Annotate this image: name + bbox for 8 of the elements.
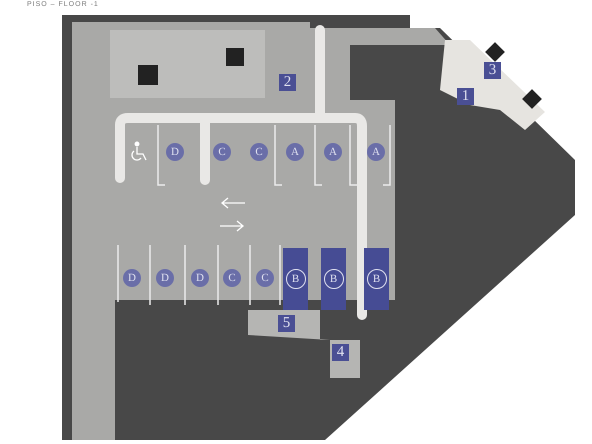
parking-space-label: B [321, 248, 346, 310]
parking-space-label: B [283, 248, 308, 310]
room-number: 5 [278, 315, 295, 332]
room-number: 3 [484, 62, 501, 79]
room-number: 2 [279, 74, 296, 91]
room-number: 4 [332, 344, 349, 361]
room-number: 1 [457, 88, 474, 105]
parking-space-label: B [364, 248, 389, 310]
